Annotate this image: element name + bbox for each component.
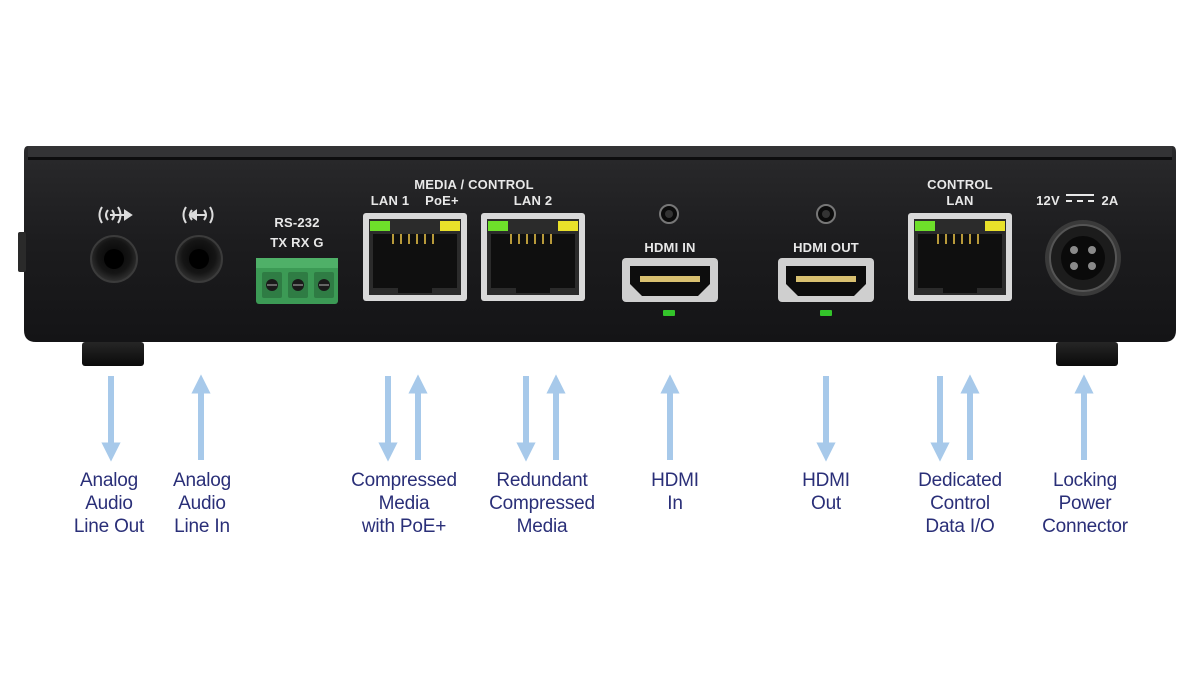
locking-power-connector (1045, 220, 1121, 296)
device-rear-panel (18, 146, 1176, 366)
hdmi-in-port (622, 204, 718, 316)
hdmi-in-label: HDMI IN (644, 240, 696, 255)
power-current-label: 2A (1101, 193, 1119, 208)
lan2-port (481, 213, 585, 301)
lan2-label: LAN 2 (513, 193, 553, 208)
control-lan-label: LAN (946, 193, 974, 208)
lan1-port (363, 213, 467, 301)
dc-symbol-icon (1066, 194, 1094, 202)
audio-out-icon (98, 206, 133, 224)
control-label: CONTROL (927, 177, 993, 192)
rubber-foot-right (1056, 342, 1118, 366)
rs232-pins-label: TX RX G (270, 235, 324, 250)
poe-label: PoE+ (425, 193, 459, 208)
rs232-terminal-block (256, 258, 338, 304)
hdmi-out-port (778, 204, 874, 316)
callout-arrows (101, 374, 1094, 462)
control-lan-port (908, 213, 1012, 301)
analog-audio-out-jack (90, 235, 138, 283)
hdmi-out-label: HDMI OUT (793, 240, 859, 255)
media-control-label: MEDIA / CONTROL (414, 177, 534, 192)
power-voltage-label: 12V (1036, 193, 1060, 208)
audio-in-icon (182, 206, 214, 224)
rs232-label: RS-232 (274, 215, 320, 230)
lan1-label: LAN 1 (370, 193, 410, 208)
analog-audio-in-jack (175, 235, 223, 283)
rubber-foot-left (82, 342, 144, 366)
